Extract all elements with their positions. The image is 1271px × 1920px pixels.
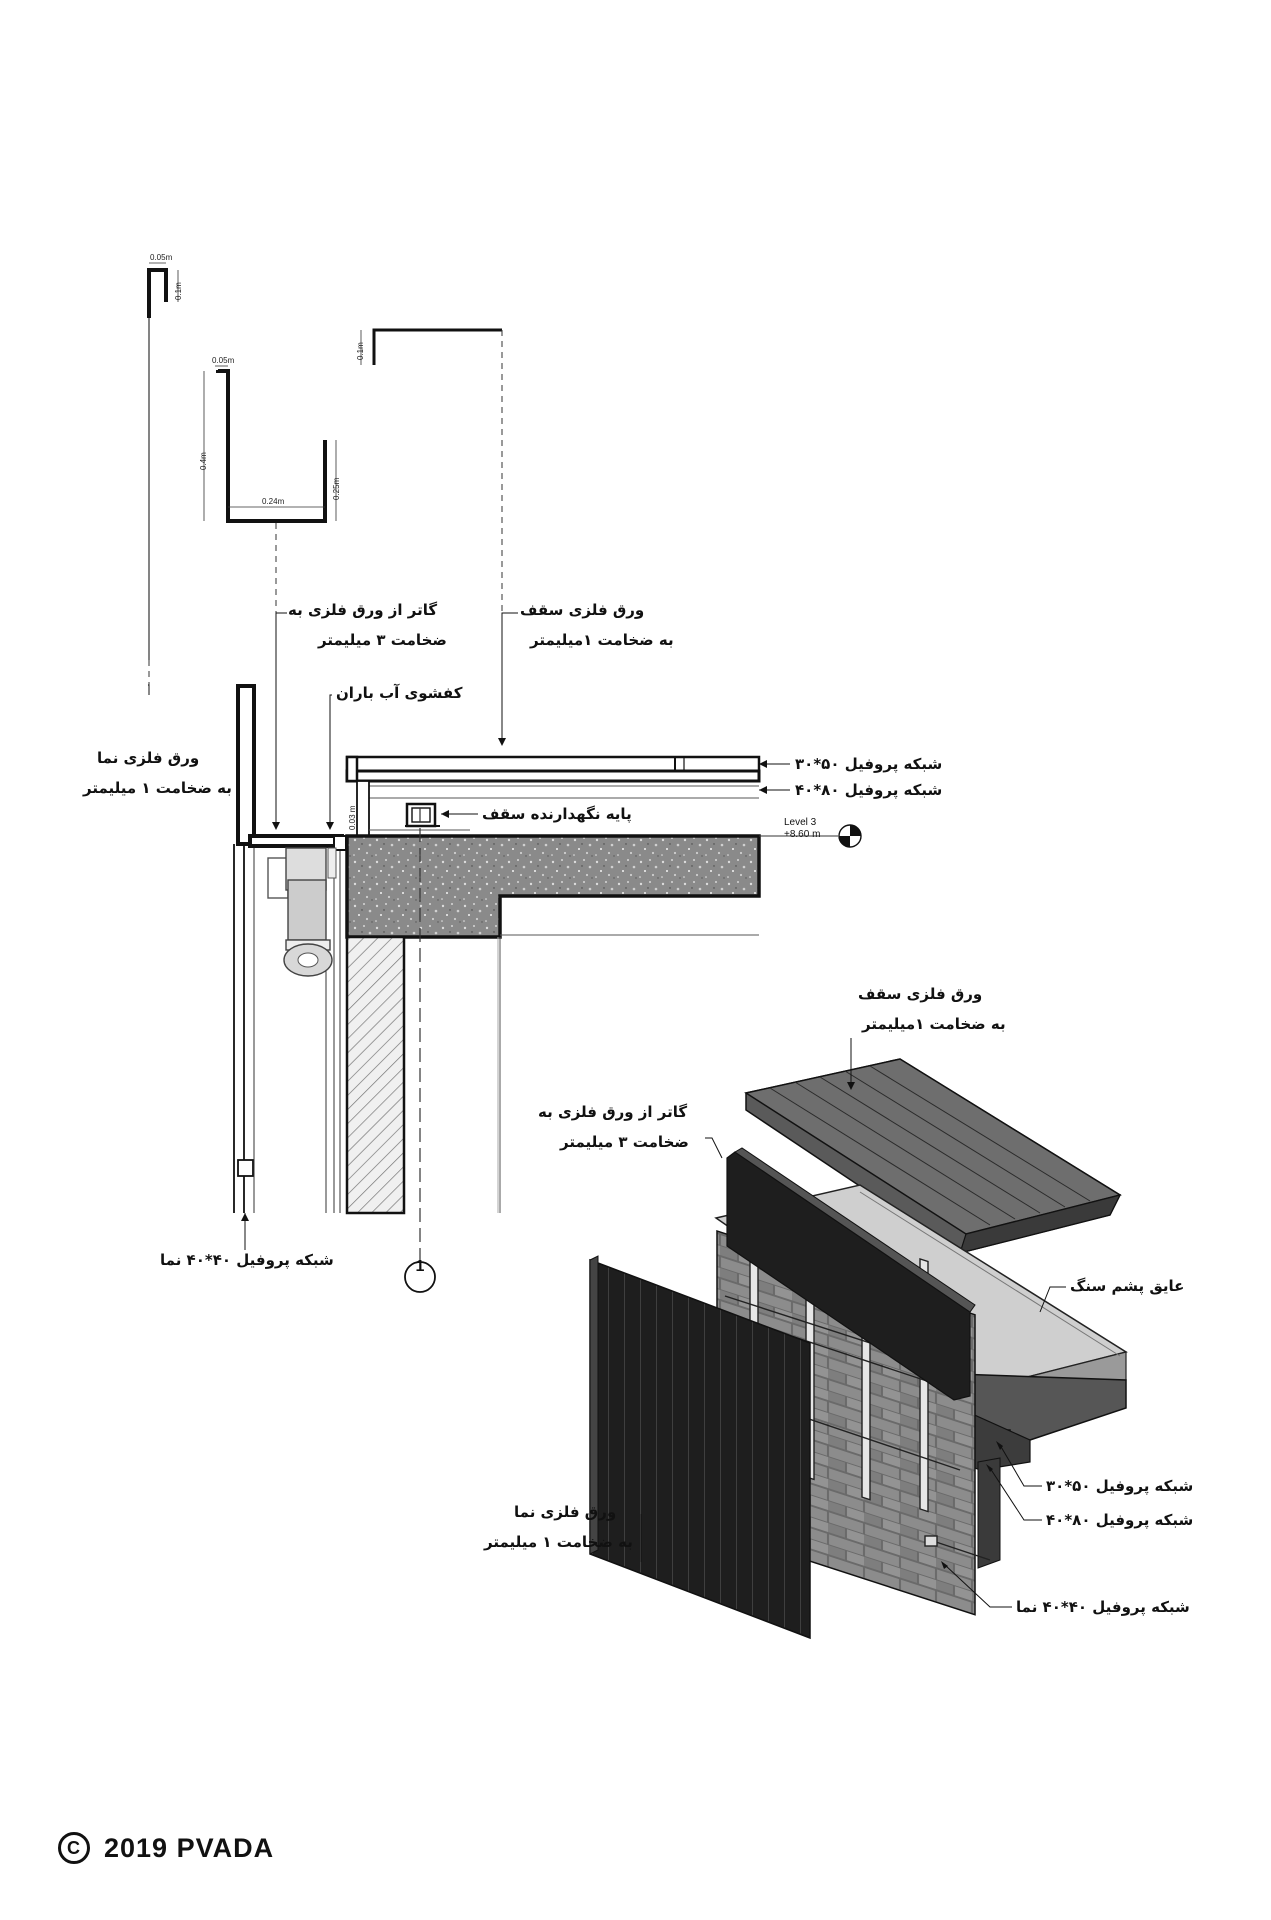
masonry-wall <box>345 935 406 1215</box>
isometric-detail <box>589 1038 1128 1640</box>
gutter-profile <box>203 365 337 523</box>
iso-label-roof-line1: ورق فلزی سقف <box>858 985 983 1003</box>
level-name: Level 3 <box>784 817 817 828</box>
level-elevation: +8.60 m <box>784 829 821 840</box>
iso-label-roof-line2: به ضخامت ۱میلیمتر <box>862 1015 1006 1033</box>
copyright-icon: C <box>58 1832 90 1864</box>
section-label-gutter-line2: ضخامت ۳ میلیمتر <box>318 631 447 649</box>
dim-gutter-height-left: 0.4m <box>199 452 208 470</box>
iso-label-facade-profile: شبکه پروفیل ۴۰*۴۰ نما <box>1016 1598 1190 1616</box>
iso-gutter <box>726 1147 976 1401</box>
iso-roof-sheet <box>744 1058 1122 1254</box>
facade-assembly <box>233 684 341 1213</box>
dim-gutter-height-right: 0.25m <box>332 477 341 500</box>
section-label-facade-profile: شبکه پروفیل ۴۰*۴۰ نما <box>160 1251 334 1269</box>
section-label-roof-line2: به ضخامت ۱میلیمتر <box>530 631 674 649</box>
coping-profile <box>147 262 179 660</box>
roof-layers <box>345 755 761 837</box>
section-label-gutter-line1: گاتر از ورق فلزی به <box>288 601 438 619</box>
iso-label-gutter-line2: ضخامت ۳ میلیمتر <box>560 1133 689 1151</box>
section-label-rain-drain: کفشوی آب باران <box>336 684 463 702</box>
iso-label-profile-80x40: شبکه پروفیل ۸۰*۴۰ <box>1046 1511 1194 1529</box>
dim-edge-gap: 0.03 m <box>348 805 357 830</box>
iso-label-facade-line1: ورق فلزی نما <box>514 1503 617 1521</box>
dim-gutter-lip: 0.05m <box>212 356 235 365</box>
dim-coping-width: 0.05m <box>150 253 173 262</box>
copyright: C 2019 PVADA <box>58 1832 274 1864</box>
roof-edge-profile <box>360 328 502 365</box>
section-detail <box>147 262 862 1293</box>
iso-label-gutter-line1: گاتر از ورق فلزی به <box>538 1103 688 1121</box>
dim-coping-height: 0.1m <box>174 282 183 300</box>
rain-drain-pipe <box>267 847 337 977</box>
level-marker <box>774 824 862 848</box>
section-label-profile-50x30: شبکه پروفیل ۵۰*۳۰ <box>795 755 943 773</box>
iso-label-facade-line2: به ضخامت ۱ میلیمتر <box>484 1533 633 1551</box>
concrete-slab <box>345 834 774 939</box>
dim-gutter-width: 0.24m <box>262 497 285 506</box>
iso-label-profile-50x30: شبکه پروفیل ۵۰*۳۰ <box>1046 1477 1194 1495</box>
grid-bubble-label: 1 <box>415 1258 425 1275</box>
section-label-roof-support: پایه نگهدارنده سقف <box>482 805 632 823</box>
section-label-profile-80x40: شبکه پروفیل ۸۰*۴۰ <box>795 781 943 799</box>
dim-roof-edge-height: 0.1m <box>356 342 365 360</box>
level-marker-text: Level 3 +8.60 m <box>784 817 820 841</box>
grid-bubble <box>404 1261 436 1293</box>
section-label-facade-line1: ورق فلزی نما <box>97 749 200 767</box>
copyright-text: 2019 PVADA <box>104 1832 275 1863</box>
section-label-roof-line1: ورق فلزی سقف <box>520 601 645 619</box>
iso-label-rock-wool: عایق پشم سنگ <box>1070 1277 1185 1295</box>
section-label-facade-line2: به ضخامت ۱ میلیمتر <box>83 779 232 797</box>
